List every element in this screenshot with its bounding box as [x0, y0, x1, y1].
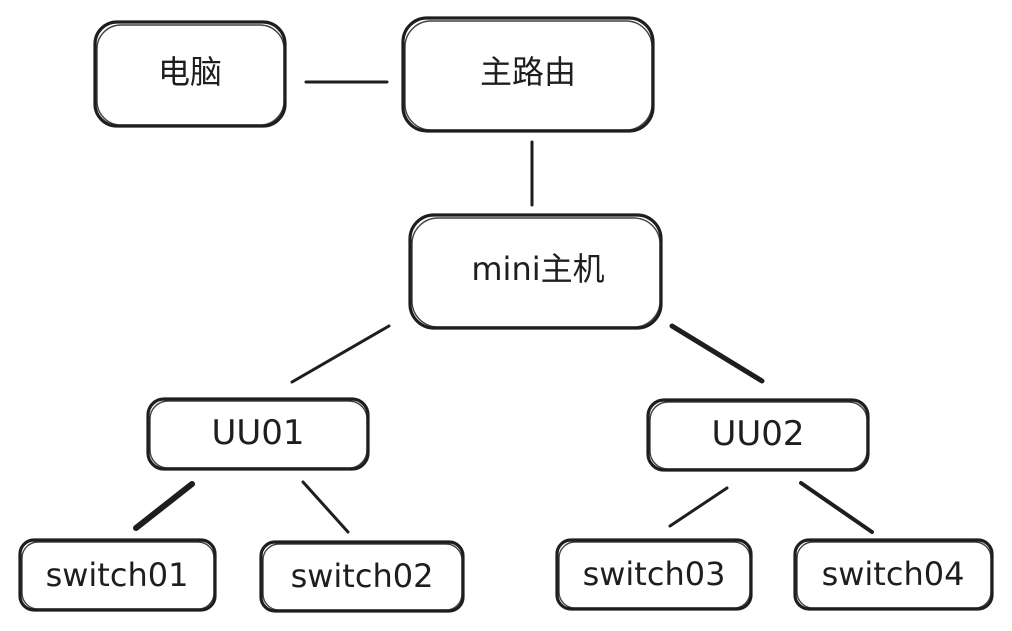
- node-pc[interactable]: 电脑: [93, 20, 287, 128]
- node-switch01[interactable]: switch01: [18, 538, 217, 612]
- node-switch01-label: switch01: [46, 556, 189, 594]
- node-uu01-label: UU01: [211, 413, 304, 453]
- node-uu02[interactable]: UU02: [646, 398, 870, 472]
- edge-uu01-switch02: [301, 480, 350, 534]
- edges: [133, 80, 874, 534]
- node-mini-host[interactable]: mini主机: [408, 213, 663, 330]
- node-uu01[interactable]: UU01: [146, 397, 370, 471]
- edge-uu02-switch03: [668, 486, 729, 528]
- edge-mini-host-uu02: [669, 323, 765, 384]
- node-uu02-label: UU02: [711, 414, 804, 454]
- edge-mini-host-uu01: [290, 324, 391, 384]
- node-mini-host-label: mini主机: [471, 250, 604, 288]
- node-main-router[interactable]: 主路由: [401, 16, 655, 133]
- node-switch04[interactable]: switch04: [793, 538, 994, 611]
- node-switch02[interactable]: switch02: [259, 540, 465, 613]
- edge-uu01-switch01: [133, 481, 195, 531]
- node-switch03-label: switch03: [583, 555, 726, 593]
- node-main-router-label: 主路由: [480, 53, 576, 91]
- node-switch02-label: switch02: [291, 557, 434, 595]
- node-switch03[interactable]: switch03: [555, 538, 753, 611]
- node-pc-label: 电脑: [158, 53, 222, 91]
- edge-uu02-switch04: [799, 481, 874, 534]
- node-switch04-label: switch04: [822, 555, 965, 593]
